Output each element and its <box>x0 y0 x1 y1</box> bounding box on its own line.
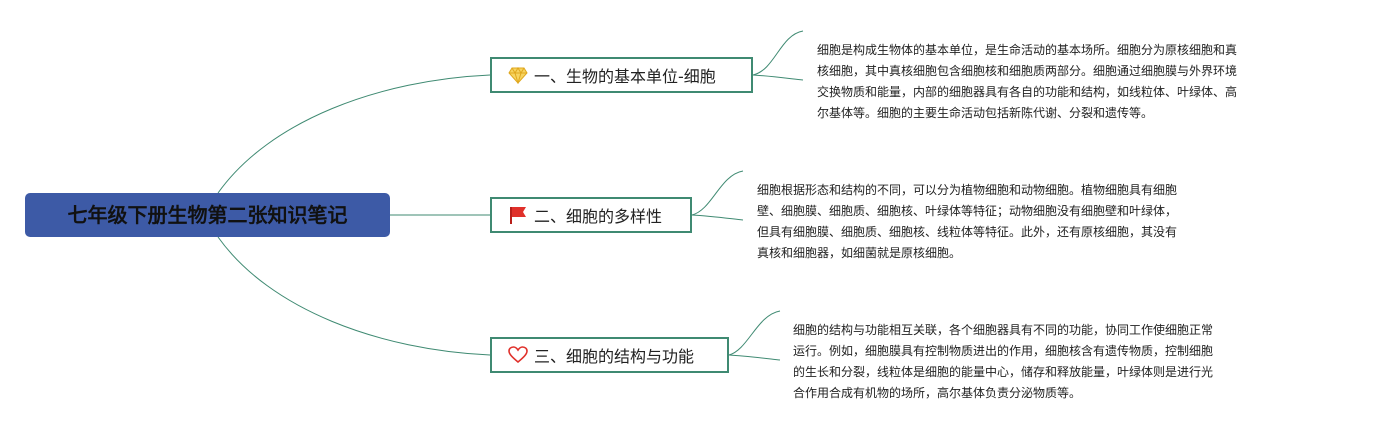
description-line: 合作用合成有机物的场所，高尔基体负责分泌物质等。 <box>793 386 1082 400</box>
root-topic-title: 七年级下册生物第二张知识笔记 <box>67 203 348 227</box>
branch-2-description: 细胞根据形态和结构的不同，可以分为植物细胞和动物细胞。植物细胞具有细胞 壁、细胞… <box>757 180 1177 264</box>
branch-topic-2-label: 二、细胞的多样性 <box>534 207 663 226</box>
connector-branch-1-top <box>752 30 804 76</box>
branch-topic-2[interactable]: 二、细胞的多样性 <box>490 197 692 233</box>
connector-branch-3-top <box>728 310 781 356</box>
branch-topic-1-label: 一、生物的基本单位-细胞 <box>534 67 716 86</box>
description-line: 但具有细胞膜、细胞质、细胞核、线粒体等特征。此外，还有原核细胞，其没有 <box>757 225 1178 239</box>
branch-3-description: 细胞的结构与功能相互关联，各个细胞器具有不同的功能，协同工作使细胞正常 运行。例… <box>793 320 1213 404</box>
description-line: 细胞的结构与功能相互关联，各个细胞器具有不同的功能，协同工作使细胞正常 <box>793 323 1214 337</box>
description-line: 核细胞，其中真核细胞包含细胞核和细胞质两部分。细胞通过细胞膜与外界环境 <box>817 64 1238 78</box>
heart-icon <box>508 346 528 364</box>
flag-icon <box>508 206 528 224</box>
description-line: 交换物质和能量，内部的细胞器具有各自的功能和结构，如线粒体、叶绿体、高 <box>817 85 1238 99</box>
branch-topic-3[interactable]: 三、细胞的结构与功能 <box>490 337 729 373</box>
description-line: 尔基体等。细胞的主要生命活动包括新陈代谢、分裂和遗传等。 <box>817 106 1154 120</box>
connector-root-branch-3 <box>217 236 491 356</box>
root-topic[interactable]: 七年级下册生物第二张知识笔记 <box>25 193 390 237</box>
connector-branch-3-bottom <box>728 354 781 361</box>
description-line: 的生长和分裂，线粒体是细胞的能量中心，储存和释放能量，叶绿体则是进行光 <box>793 365 1214 379</box>
description-line: 运行。例如，细胞膜具有控制物质进出的作用，细胞核含有遗传物质，控制细胞 <box>793 344 1214 358</box>
connector-branch-2-bottom <box>691 214 744 221</box>
description-line: 壁、细胞膜、细胞质、细胞核、叶绿体等特征；动物细胞没有细胞壁和叶绿体， <box>757 204 1178 218</box>
gem-icon <box>508 66 528 84</box>
branch-topic-3-label: 三、细胞的结构与功能 <box>534 347 695 366</box>
description-line: 细胞根据形态和结构的不同，可以分为植物细胞和动物细胞。植物细胞具有细胞 <box>757 183 1178 197</box>
branch-topic-1[interactable]: 一、生物的基本单位-细胞 <box>490 57 753 93</box>
description-line: 真核和细胞器，如细菌就是原核细胞。 <box>757 246 962 260</box>
connector-root-branch-1 <box>217 74 491 194</box>
description-line: 细胞是构成生物体的基本单位，是生命活动的基本场所。细胞分为原核细胞和真 <box>817 43 1238 57</box>
branch-1-description: 细胞是构成生物体的基本单位，是生命活动的基本场所。细胞分为原核细胞和真 核细胞，… <box>817 40 1237 124</box>
connector-branch-2-top <box>691 170 744 216</box>
connector-branch-1-bottom <box>752 74 804 81</box>
